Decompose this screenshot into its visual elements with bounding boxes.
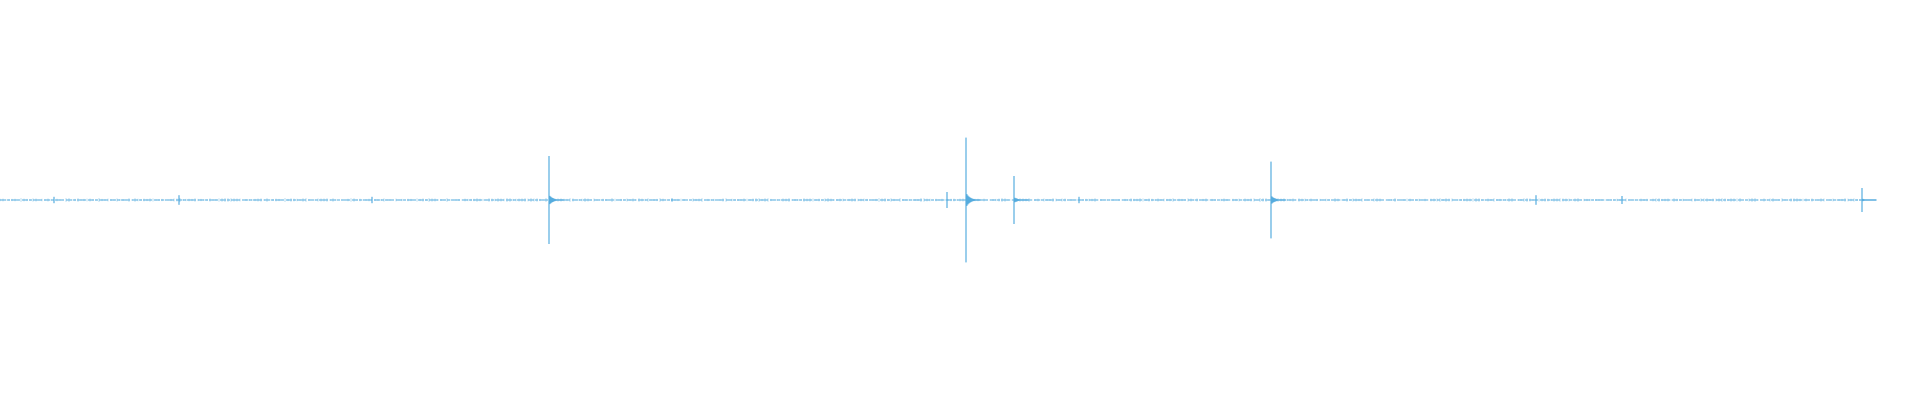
waveform-peaks: [0, 137, 1877, 263]
waveform-noise: [0, 198, 1867, 202]
waveform-peak-decay: [1862, 198, 1877, 202]
waveform-peak-decay: [966, 194, 981, 206]
waveform-peak-decay: [549, 195, 564, 205]
waveform-peak-decay: [1271, 196, 1286, 204]
waveform-peak-decay: [1014, 197, 1029, 203]
